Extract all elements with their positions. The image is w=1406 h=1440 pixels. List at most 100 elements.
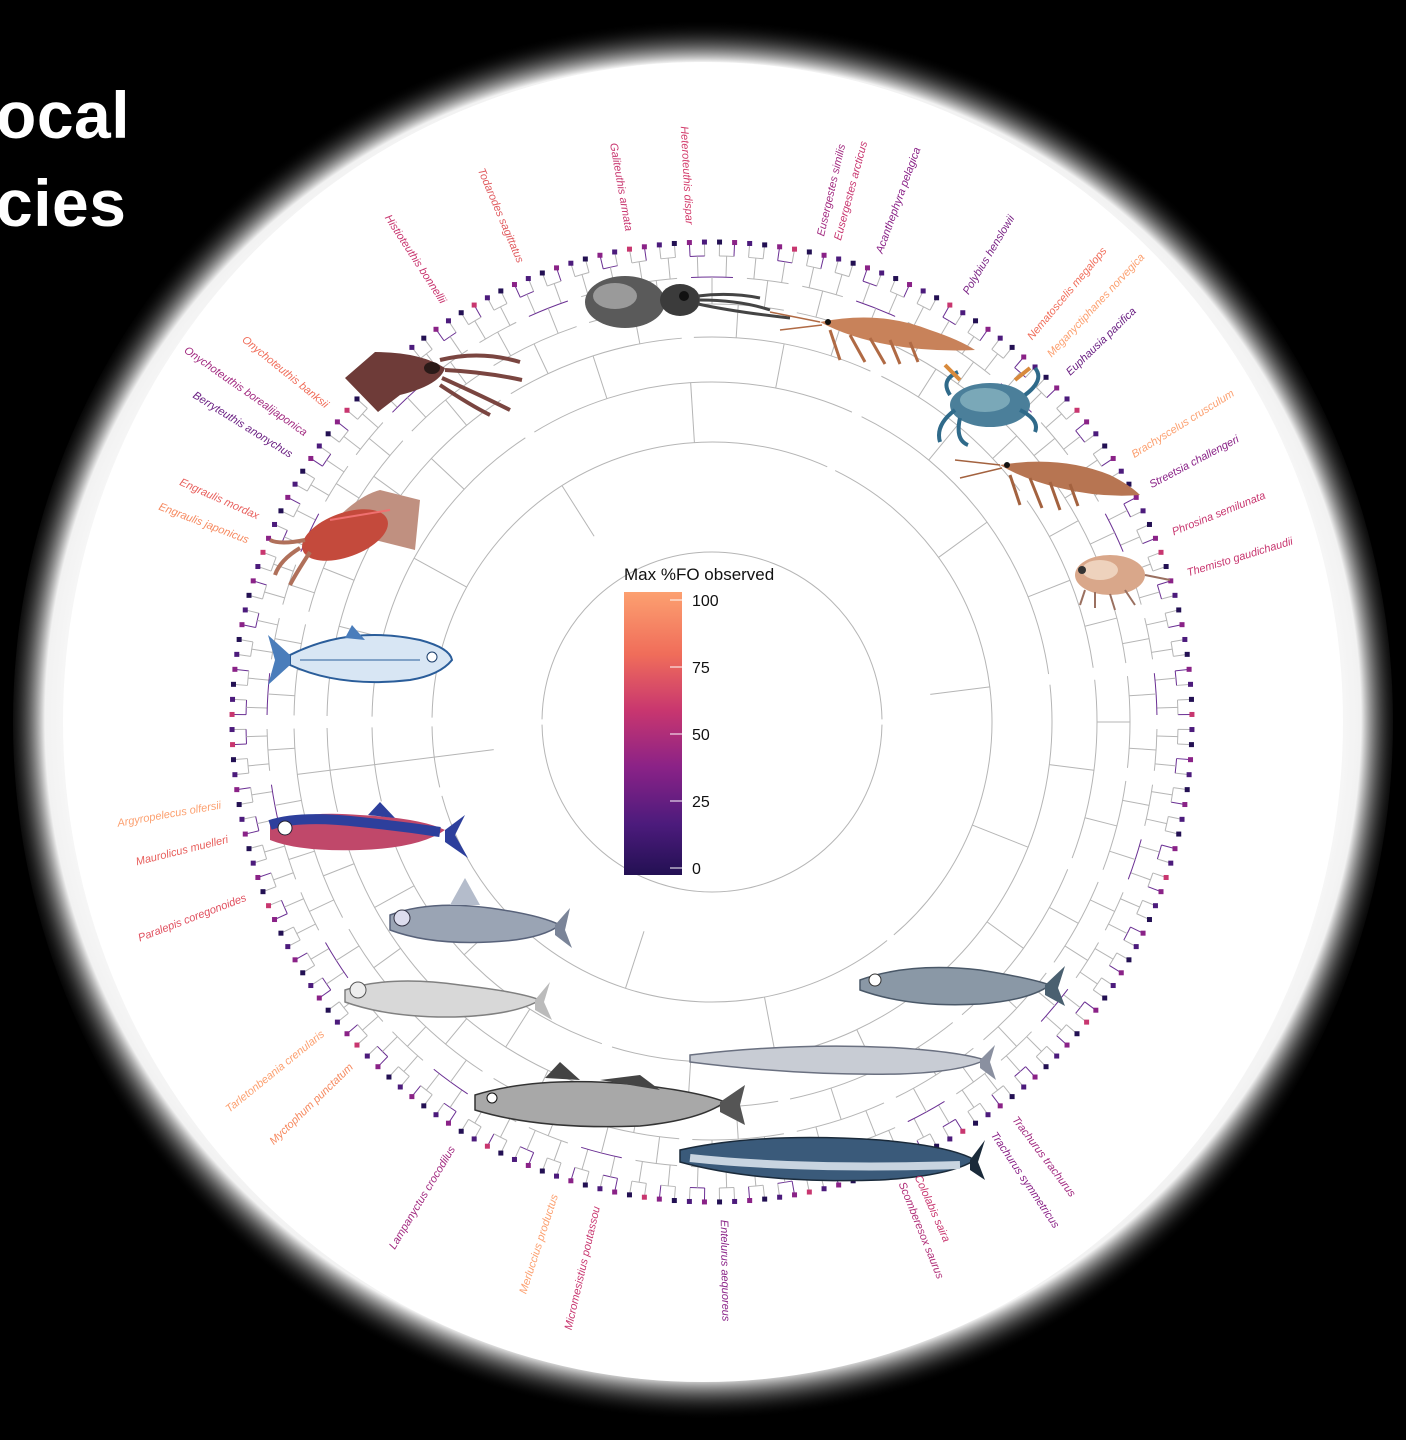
tip-marker <box>239 622 244 627</box>
tip-marker <box>717 240 722 245</box>
tip-marker <box>568 1178 573 1183</box>
anchovy-illustration <box>268 625 452 685</box>
internal-branch <box>863 284 870 304</box>
species-label: Histioteuthis bonnellii <box>382 213 449 307</box>
species-label: Berryteuthis anonychus <box>191 390 295 461</box>
tip-marker <box>1147 522 1152 527</box>
tip-marker <box>672 241 677 246</box>
tip-marker <box>732 1199 737 1204</box>
tip-marker <box>230 712 235 717</box>
internal-branch <box>431 458 464 489</box>
tip-marker <box>1147 917 1152 922</box>
internal-branch <box>344 436 361 449</box>
tip-marker <box>1187 667 1192 672</box>
tip-marker <box>540 270 545 275</box>
tip-marker <box>1074 408 1079 413</box>
internal-branch <box>257 620 277 625</box>
internal-branch <box>831 1088 841 1119</box>
internal-branch <box>450 337 462 354</box>
tip-marker <box>807 249 812 254</box>
flying-squid-illustration <box>345 352 522 415</box>
tip-marker <box>230 727 235 732</box>
internal-branch <box>374 948 401 967</box>
species-label: Argyropelecus olfersii <box>115 800 222 830</box>
tip-marker <box>285 495 290 500</box>
internal-branch <box>776 344 784 388</box>
tip-marker <box>251 578 256 583</box>
tip-marker <box>627 1192 632 1197</box>
internal-branch <box>1049 907 1078 923</box>
tip-marker <box>243 607 248 612</box>
tip-marker <box>836 1182 841 1187</box>
tip-marker <box>1126 957 1131 962</box>
species-label: Phrosina semilunata <box>1170 490 1267 538</box>
internal-branch <box>498 332 511 356</box>
internal-branch <box>697 1167 698 1188</box>
tip-marker <box>1189 712 1194 717</box>
species-label: Trachurus trachurus <box>1009 1114 1078 1200</box>
tip-marker <box>278 931 283 936</box>
tip-marker <box>317 443 322 448</box>
legend-tick-label: 0 <box>692 861 701 878</box>
tip-marker <box>762 242 767 247</box>
tip-marker <box>232 667 237 672</box>
tip-marker <box>260 889 265 894</box>
tip-marker <box>1010 345 1015 350</box>
tip-marker <box>1185 652 1190 657</box>
tip-marker <box>597 253 602 258</box>
tip-marker <box>247 593 252 598</box>
tip-marker <box>960 1129 965 1134</box>
tip-marker <box>1084 1020 1089 1025</box>
tip-marker <box>472 303 477 308</box>
tip-marker <box>308 983 313 988</box>
internal-branch <box>1085 618 1117 626</box>
internal-branch <box>1155 764 1176 766</box>
tip-marker <box>702 240 707 245</box>
tip-marker <box>485 1144 490 1149</box>
species-label: Lampanyctus crocodilus <box>387 1144 458 1252</box>
internal-branch <box>265 592 285 598</box>
tip-marker <box>642 1195 647 1200</box>
tip-marker <box>421 1103 426 1108</box>
internal-branch <box>668 258 670 279</box>
tip-marker <box>998 336 1003 341</box>
tip-marker <box>260 550 265 555</box>
internal-branch <box>268 748 295 750</box>
tip-marker <box>642 244 647 249</box>
tip-marker <box>777 1195 782 1200</box>
internal-branch <box>1131 873 1151 880</box>
internal-branch <box>446 400 467 425</box>
tip-marker <box>1111 456 1116 461</box>
internal-branch <box>582 1149 588 1169</box>
tip-marker <box>627 247 632 252</box>
tip-marker <box>1189 742 1194 747</box>
tip-marker <box>230 742 235 747</box>
tip-marker <box>1180 622 1185 627</box>
species-label: Themisto gaudichaudii <box>1186 535 1295 579</box>
internal-branch <box>274 873 294 880</box>
internal-branch <box>1090 900 1114 911</box>
internal-branch-arc <box>835 471 992 935</box>
tip-marker <box>317 996 322 1001</box>
internal-branch <box>534 344 548 374</box>
internal-branch <box>1157 707 1178 708</box>
internal-branch <box>1146 620 1166 625</box>
tip-marker <box>1153 536 1158 541</box>
tip-marker <box>300 469 305 474</box>
species-label: Micromesistius poutassou <box>563 1205 603 1331</box>
tip-marker <box>907 282 912 287</box>
tip-marker <box>232 772 237 777</box>
internal-branch <box>369 438 390 455</box>
tip-marker <box>879 270 884 275</box>
internal-branch <box>311 949 329 960</box>
tip-marker <box>433 1112 438 1117</box>
tip-marker <box>836 257 841 262</box>
internal-branch <box>248 678 269 680</box>
internal-branch <box>1095 949 1113 960</box>
cock-eyed-squid-illustration <box>585 276 790 328</box>
tip-marker <box>237 637 242 642</box>
internal-branch <box>1108 510 1127 520</box>
tip-marker <box>717 1199 722 1204</box>
tip-marker <box>822 253 827 258</box>
species-label: Merluccius productus <box>517 1192 561 1295</box>
